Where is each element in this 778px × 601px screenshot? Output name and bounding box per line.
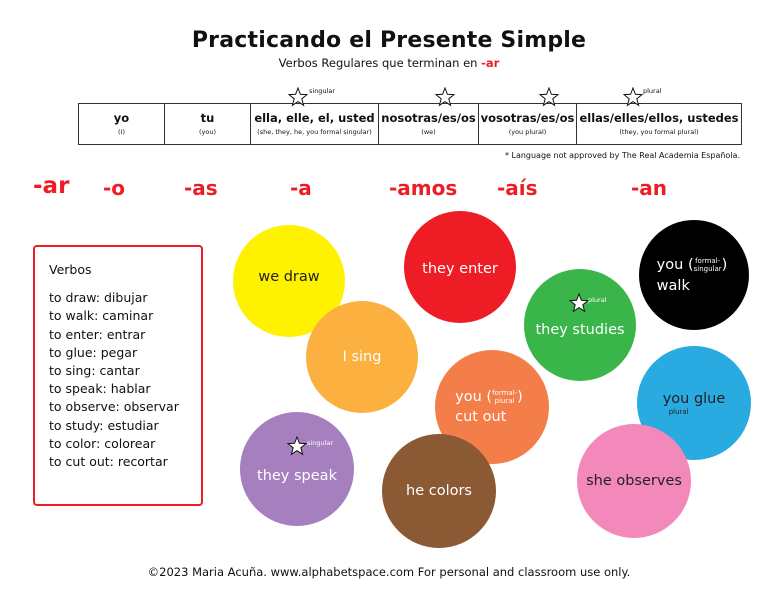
ending-yo: -o [103,176,126,200]
circle-label: they studies [535,322,625,338]
pronoun-label: ella, elle, el, usted [254,110,375,125]
circle-label: she observes [586,473,682,489]
circle-sublabel: formal- [695,256,721,265]
ending-infinitive: -ar [33,173,70,199]
star-label: plural [643,87,662,95]
subtitle-text: Verbos Regulares que terminan en [278,56,482,70]
pronoun-translation: (they, you formal plural) [619,127,699,136]
star-label: singular [309,87,336,95]
pronoun-cell-tu: tu (you) [165,104,251,144]
circle-label: he colors [406,483,472,499]
star-icon [623,87,643,107]
circle-you-walk: you (formal-singular) walk [639,220,749,330]
verb-item: to enter: entrar [49,326,146,342]
star-label: singular [307,439,334,447]
circle-sublabel: plural [494,397,515,405]
circle-label: cut out [455,409,507,425]
star-icon [287,436,307,456]
verb-item: to glue: pegar [49,344,138,360]
pronoun-label: nosotras/es/os [381,110,476,125]
pronoun-label: yo [113,110,130,125]
circle-label: they enter [422,261,498,277]
verb-item: to draw: dibujar [49,290,148,306]
copyright-footer: ©2023 Maria Acuña. www.alphabetspace.com… [147,565,631,579]
star-icon [288,87,308,107]
star-icon [569,293,589,313]
verb-item: to color: colorear [49,435,156,451]
ending-nosotras: -amos [389,176,458,200]
circle-label: you [455,389,482,405]
verbs-box: Verbos to draw: dibujar to walk: caminar… [33,245,203,506]
pronoun-cell-ella: singular ella, elle, el, usted (she, the… [251,87,379,144]
star-icon [539,87,559,107]
pronoun-label: ellas/elles/ellos, ustedes [579,110,739,125]
pronoun-translation: (she, they, he, you formal singular) [257,127,372,136]
circle-i-sing: I sing [306,301,418,413]
pronoun-translation: (we) [421,127,436,136]
circle-label: they speak [257,468,337,484]
circle-sublabel: formal- [492,389,518,397]
circle-label: I sing [342,349,382,365]
star-label: plural [588,296,607,304]
verb-item: to study: estudiar [49,417,159,433]
star-icon [435,87,455,107]
circle-she-observes: she observes [577,424,691,538]
pronoun-cell-vosotras: vosotras/es/os (you plural) [479,87,577,144]
pronoun-table: yo (I) tu (you) singular ella, elle, el,… [78,87,742,145]
page-subtitle: Verbos Regulares que terminan en -ar [0,56,778,70]
verb-item: to speak: hablar [49,381,151,397]
verb-item: to observe: observar [49,399,179,415]
verb-item: to sing: cantar [49,363,140,379]
verbs-title: Verbos [49,262,92,277]
page-title: Practicando el Presente Simple [191,28,587,53]
circle-sublabel: singular [693,264,722,273]
circle-we-draw: we draw [233,225,345,337]
subtitle-ending: -ar [481,56,500,70]
circle-he-colors: he colors [382,434,496,548]
ending-vosotras: -aís [497,176,538,200]
circle-they-speak: singular they speak [240,412,354,526]
pronoun-label: tu [200,110,215,125]
pronoun-label: vosotras/es/os [480,110,575,125]
circle-they-studies: plural they studies [524,269,636,381]
pronoun-cell-ellas: plural ellas/elles/ellos, ustedes (they,… [577,87,741,144]
circle-label: you [656,256,684,273]
circle-they-enter: they enter [404,211,516,323]
pronoun-translation: (you plural) [508,127,547,136]
pronoun-cell-yo: yo (I) [79,104,165,144]
circle-label: walk [656,277,690,294]
verb-item: to walk: caminar [49,308,154,324]
circle-sublabel: plural [668,408,689,416]
ending-ellas: -an [631,176,668,200]
circle-label: you glue [662,391,726,407]
circle-label: we draw [258,269,320,285]
ending-tu: -as [184,176,218,200]
pronoun-translation: (you) [198,127,216,136]
pronoun-translation: (I) [118,127,125,136]
ending-ella: -a [290,176,312,200]
footnote: * Language not approved by The Real Acad… [504,151,740,160]
verb-item: to cut out: recortar [49,454,168,470]
pronoun-cell-nosotras: nosotras/es/os (we) [379,87,479,144]
